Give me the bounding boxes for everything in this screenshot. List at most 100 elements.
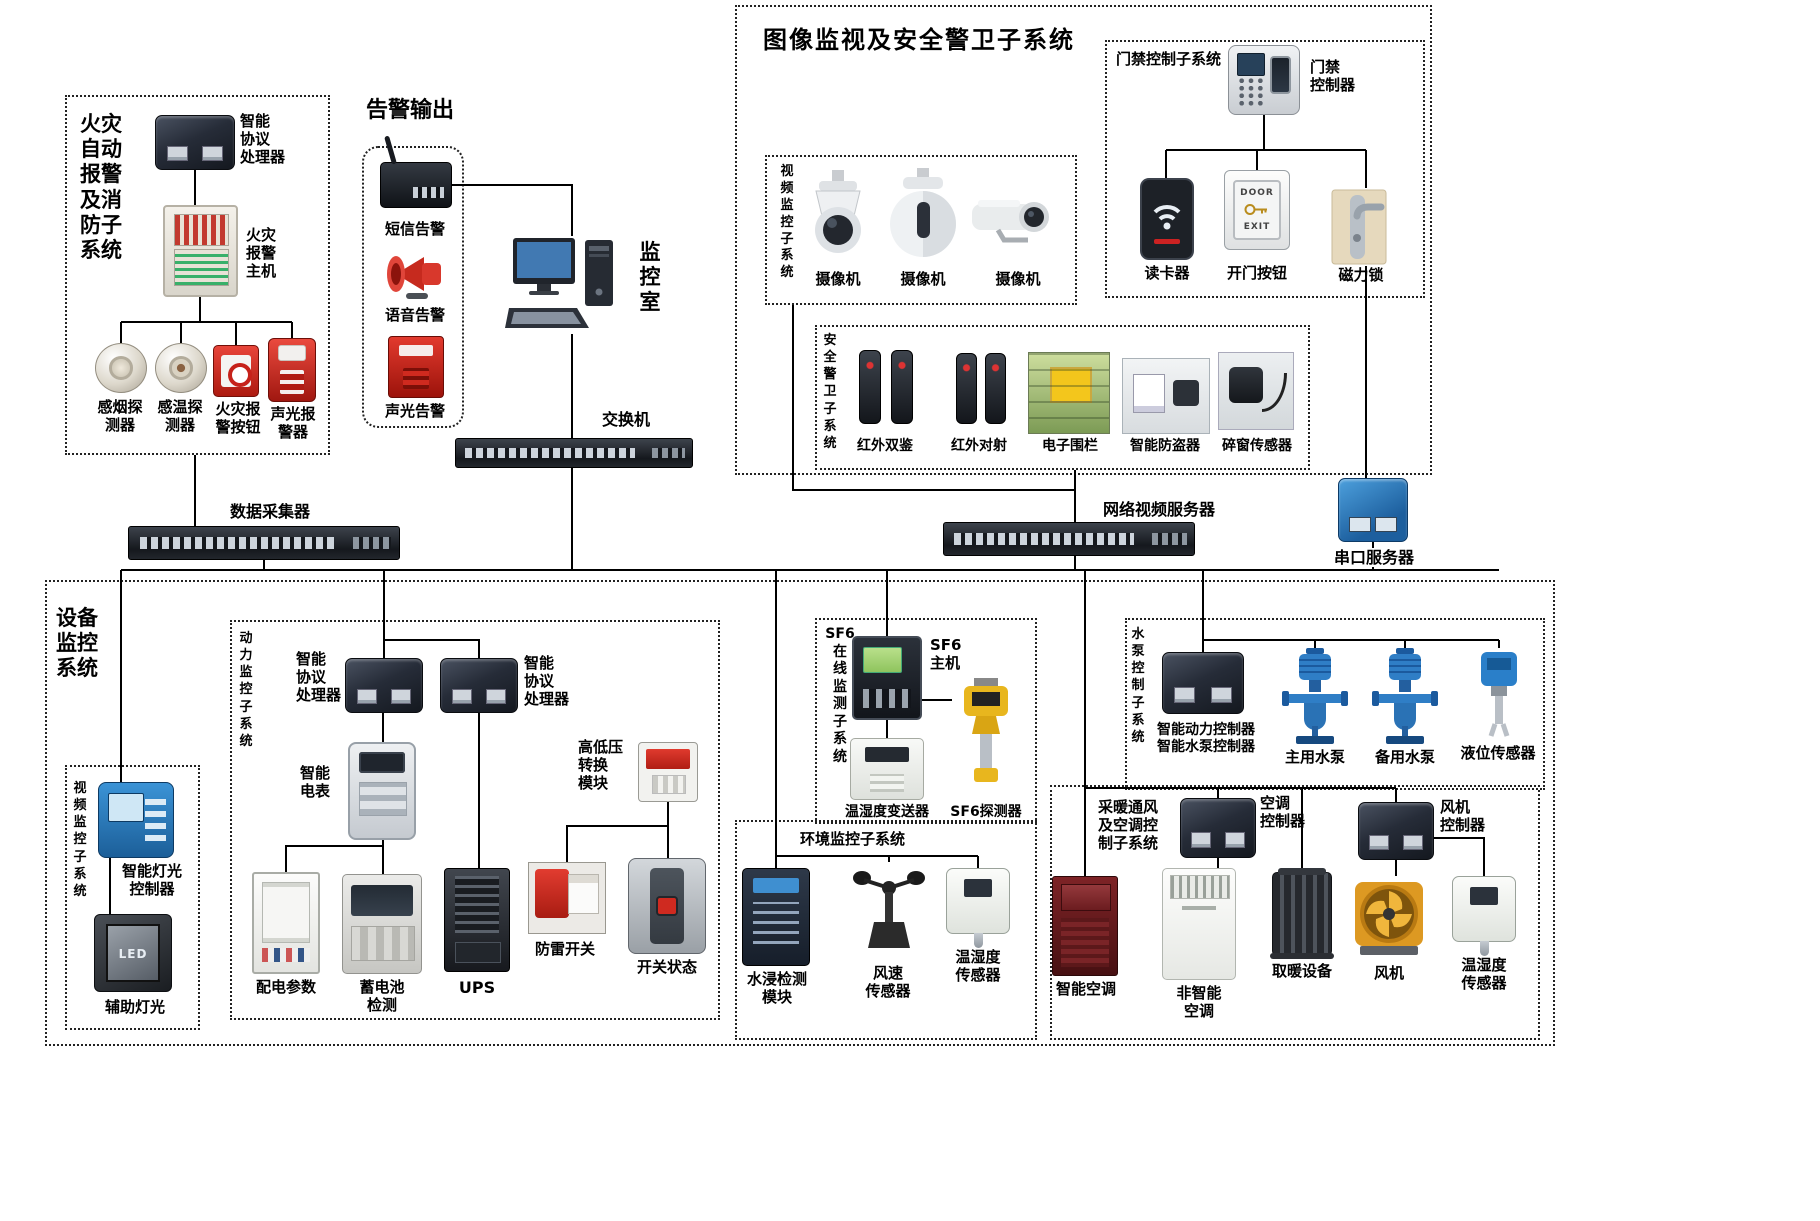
smoke-detector-label: 感烟探 测器 bbox=[97, 398, 143, 434]
serial-server-label: 串口服务器 bbox=[1330, 548, 1418, 568]
card-reader-label: 读卡器 bbox=[1144, 264, 1190, 282]
pump-controller-device bbox=[1162, 652, 1244, 714]
equipment-monitor-box bbox=[45, 580, 1555, 1046]
serial-server-device bbox=[1338, 478, 1408, 542]
breaker-device bbox=[628, 858, 706, 954]
environment-box bbox=[735, 820, 1037, 1040]
aux-light-label: 辅助灯光 bbox=[104, 998, 165, 1016]
ptz-camera bbox=[886, 168, 960, 264]
distribution-cabinet-device bbox=[252, 872, 320, 974]
fan-controller-device bbox=[1358, 802, 1434, 860]
th-sensor-label-2: 温湿度 传感器 bbox=[1461, 956, 1507, 992]
sms-alarm-label: 短信告警 bbox=[384, 220, 445, 238]
sf6-host-label: SF6 主机 bbox=[930, 636, 962, 672]
fan-device bbox=[1352, 876, 1426, 960]
water-leak-label: 水浸检测 模块 bbox=[746, 970, 807, 1006]
access-controller-keypad bbox=[1237, 77, 1266, 108]
wind-sensor-device bbox=[852, 862, 926, 960]
lighting-box bbox=[65, 765, 200, 1030]
th-sensor-device-1 bbox=[946, 868, 1010, 949]
smart-meter-label: 智能 电表 bbox=[300, 764, 331, 800]
data-collector-label: 数据采集器 bbox=[229, 502, 310, 521]
access-control-title: 门禁控制子系统 bbox=[1116, 50, 1222, 68]
power-protocol-processor-1 bbox=[345, 658, 423, 713]
level-sensor-device bbox=[1468, 648, 1530, 740]
power-monitor-box bbox=[230, 620, 720, 1020]
surge-label: 防雷开关 bbox=[534, 940, 595, 958]
data-collector-device bbox=[128, 526, 400, 560]
fingerprint-window bbox=[1269, 55, 1291, 94]
window-break-sensor bbox=[1218, 352, 1294, 430]
th-transmitter-label: 温湿度变送器 bbox=[845, 804, 929, 820]
camera2-label: 摄像机 bbox=[900, 270, 946, 288]
sf6-detector-label: SF6探测器 bbox=[950, 804, 1022, 820]
ir-beam-detector bbox=[950, 350, 1012, 434]
exit-button-label: 开门按钮 bbox=[1226, 264, 1287, 282]
window-break-label: 碎窗传感器 bbox=[1222, 438, 1292, 454]
breaker-label: 开关状态 bbox=[636, 958, 697, 976]
heater-label: 取暖设备 bbox=[1271, 962, 1332, 980]
th-transmitter-device bbox=[850, 738, 924, 800]
led-text: LED bbox=[118, 946, 148, 961]
exit-button-device: DOOR EXIT bbox=[1224, 170, 1290, 250]
ir-beam-label: 红外对射 bbox=[951, 438, 1007, 454]
fire-alarm-host-device bbox=[163, 205, 238, 297]
light-controller-label: 智能灯光 控制器 bbox=[121, 862, 182, 898]
power-proc-right-label: 智能 协议 处理器 bbox=[524, 654, 570, 708]
nvr-label: 网络视频服务器 bbox=[1102, 500, 1215, 519]
surveillance-box bbox=[735, 5, 1432, 475]
smoke-detector-device bbox=[95, 343, 147, 393]
backup-pump-label: 备用水泵 bbox=[1374, 748, 1435, 766]
alarm-output-box bbox=[362, 146, 464, 428]
video-surveillance-box bbox=[765, 155, 1077, 305]
hv-module-device bbox=[638, 742, 698, 802]
strobe-alarm-device bbox=[388, 336, 444, 398]
fan-controller-label: 风机 控制器 bbox=[1440, 798, 1486, 834]
magnetic-lock-device bbox=[1328, 188, 1390, 266]
sf6-subsystem-title: SF6 在 线 监 测 子 系 统 bbox=[825, 626, 855, 765]
surge-protector-device bbox=[528, 862, 606, 934]
lighting-subsystem-title: 视 频 监 控 子 系 统 bbox=[73, 781, 87, 899]
switch-label: 交换机 bbox=[601, 410, 650, 429]
light-controller-device bbox=[98, 782, 174, 858]
ac-controller-label: 空调 控制器 bbox=[1260, 794, 1306, 830]
alarm-output-title: 告警输出 bbox=[366, 98, 455, 123]
sms-alarm-device bbox=[380, 162, 452, 208]
ups-device bbox=[444, 868, 510, 972]
anti-theft-label: 智能防盗器 bbox=[1130, 438, 1200, 454]
main-pump-device bbox=[1282, 648, 1348, 746]
fire-sounder-device bbox=[268, 338, 316, 402]
electronic-fence-photo bbox=[1028, 352, 1110, 434]
access-controller-label: 门禁 控制器 bbox=[1310, 58, 1356, 94]
fire-call-point-label: 火灾报 警按钮 bbox=[215, 400, 261, 436]
security-guard-title: 安 全 警 卫 子 系 统 bbox=[823, 333, 837, 451]
distribution-params-label: 配电参数 bbox=[255, 978, 316, 996]
camera3-label: 摄像机 bbox=[995, 270, 1041, 288]
heat-detector-label: 感温探 测器 bbox=[157, 398, 203, 434]
fire-alarm-host-label: 火灾 报警 主机 bbox=[246, 226, 277, 280]
fire-protocol-processor-device bbox=[155, 115, 235, 170]
exit-button-exit-text: EXIT bbox=[1243, 222, 1271, 233]
level-sensor-label: 液位传感器 bbox=[1460, 744, 1536, 762]
ir-dual-detector bbox=[852, 346, 920, 434]
th-sensor-device-2 bbox=[1452, 876, 1516, 957]
security-guard-box bbox=[815, 325, 1310, 470]
hvac-box bbox=[1050, 785, 1540, 1040]
video-surveillance-title: 视 频 监 控 子 系 统 bbox=[780, 164, 794, 281]
fire-call-point-device bbox=[213, 345, 259, 397]
equipment-title: 设备 监控 系统 bbox=[56, 606, 98, 681]
heat-detector-device bbox=[155, 343, 207, 393]
monitor-room-title: 监 控 室 bbox=[639, 240, 661, 315]
hv-module-label: 高低压 转换 模块 bbox=[578, 738, 624, 792]
pump-subsystem-title: 水 泵 控 制 子 系 统 bbox=[1131, 627, 1145, 745]
surveillance-title: 图像监视及安全警卫子系统 bbox=[763, 26, 1075, 54]
sf6-host-device bbox=[852, 636, 922, 720]
monitor-room-pc bbox=[505, 236, 630, 334]
fence-label: 电子围栏 bbox=[1042, 438, 1098, 454]
voice-alarm-label: 语音告警 bbox=[384, 306, 445, 324]
magnetic-lock-label: 磁力锁 bbox=[1338, 266, 1384, 284]
pump-controller-label: 智能动力控制器 智能水泵控制器 bbox=[1157, 722, 1255, 755]
heater-device bbox=[1269, 868, 1335, 960]
